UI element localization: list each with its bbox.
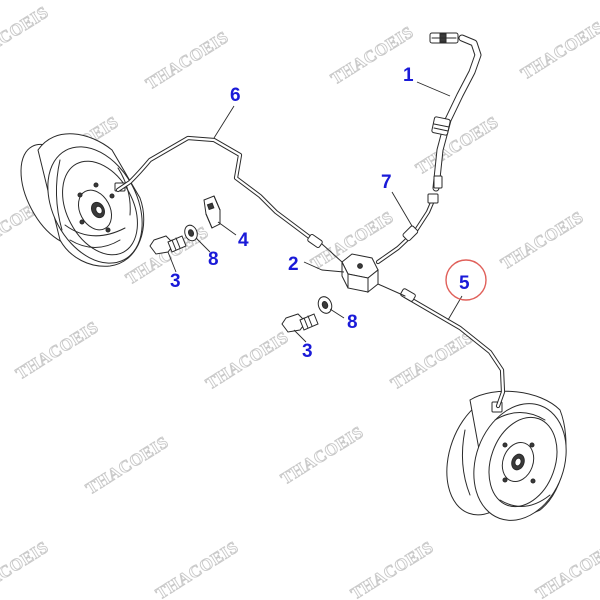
brake-pipe-7 [375,193,439,265]
watermark-text: THACOEIS [517,17,600,83]
leader-lines [167,81,463,343]
watermark-text: THACOEIS [152,537,242,600]
callout-1: 1 [403,65,414,86]
callout-7: 7 [381,172,392,193]
callout-5: 5 [459,273,470,294]
callout-6: 6 [230,85,241,106]
watermark-text: THACOEIS [142,27,232,93]
watermark-text: THACOEIS [202,327,292,393]
watermark-text: THACOEIS [412,112,502,178]
brake-pipe-6 [115,135,323,249]
watermark-text: THACOEIS [0,2,52,68]
brake-hose-1 [429,32,482,192]
callout-8-right: 8 [347,312,358,333]
callout-8-left: 8 [208,249,219,270]
callout-3-left: 3 [170,271,181,292]
washer-8-left [184,224,198,242]
watermark-text: THACOEIS [12,317,102,383]
callout-3-right: 3 [302,341,313,362]
bolt-3-right [281,313,319,333]
callout-2: 2 [288,254,299,275]
callout-4: 4 [238,230,249,251]
watermark-text: THACOEIS [347,537,437,600]
three-way-joint-2 [321,243,406,297]
left-wheel [20,133,145,267]
watermark-text: THACOEIS [497,207,587,273]
washer-8-right [317,296,333,314]
watermark-text: THACOEIS [387,327,477,393]
callout-labels: 1 2 3 3 4 5 6 7 8 8 [170,65,470,362]
watermark-text: THACOEIS [0,537,52,600]
right-wheel [446,390,567,521]
watermark-text: THACOEIS [82,432,172,498]
brake-pipe-5 [400,288,506,409]
callout-5-highlight-ring [445,259,487,301]
clip-4 [203,195,221,229]
watermark-text: THACOEIS [277,422,367,488]
watermark-text: THACOEIS [532,537,600,600]
